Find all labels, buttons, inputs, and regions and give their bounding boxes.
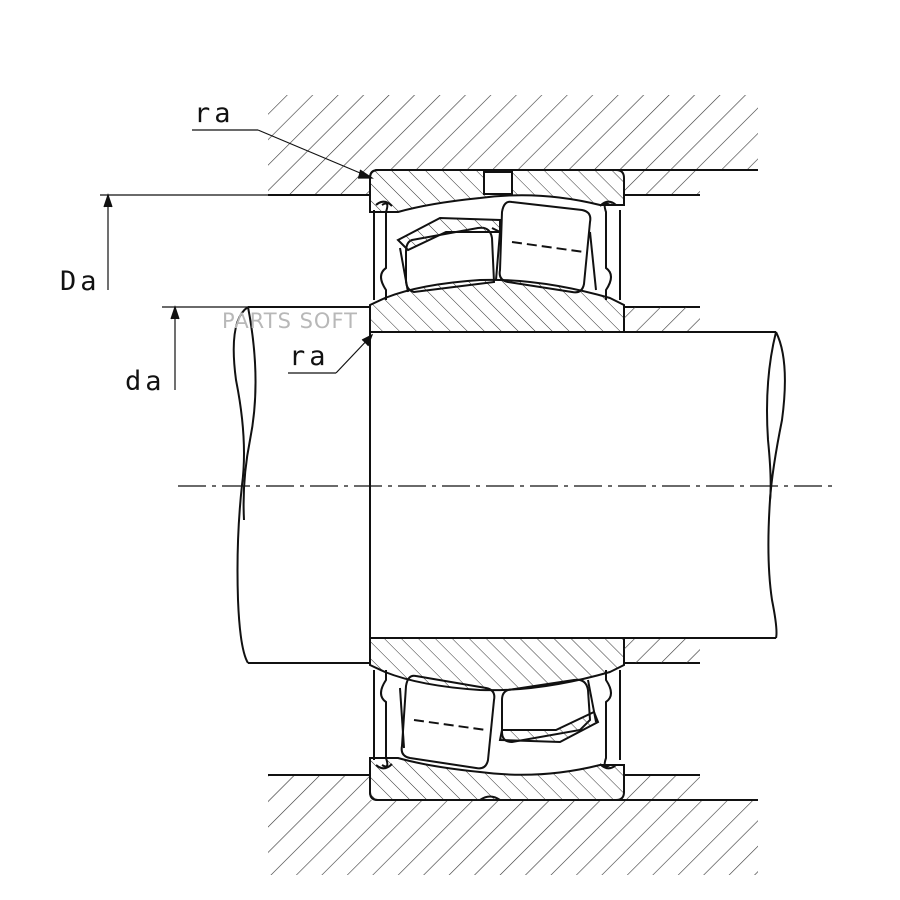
label-Da: Da (60, 266, 101, 297)
label-ra-inner: ra (289, 341, 330, 372)
seal-left-top (373, 200, 393, 300)
roller-right-top (498, 200, 592, 294)
roller-left-bottom (400, 674, 496, 770)
housing-top (268, 95, 758, 196)
seal-left-bottom (373, 670, 393, 770)
inner-ring-bottom (369, 637, 700, 692)
inner-ring-top (369, 278, 700, 333)
watermark: PARTS SOFT (222, 309, 358, 333)
outer-ring-top (369, 169, 625, 213)
leader-ra-inner (288, 333, 374, 374)
seal-right-top (599, 200, 621, 300)
seal-right-bottom (599, 670, 621, 770)
cage-top (396, 216, 597, 293)
label-ra-top: ra (194, 98, 235, 129)
label-da: da (125, 366, 166, 397)
shaft (232, 305, 786, 665)
dimension-Da (100, 193, 370, 290)
housing-bottom (268, 774, 758, 875)
cage-bottom (399, 679, 600, 749)
dimension-da (162, 305, 248, 390)
outer-ring-bottom (369, 757, 625, 801)
leader-ra-top (192, 129, 374, 179)
